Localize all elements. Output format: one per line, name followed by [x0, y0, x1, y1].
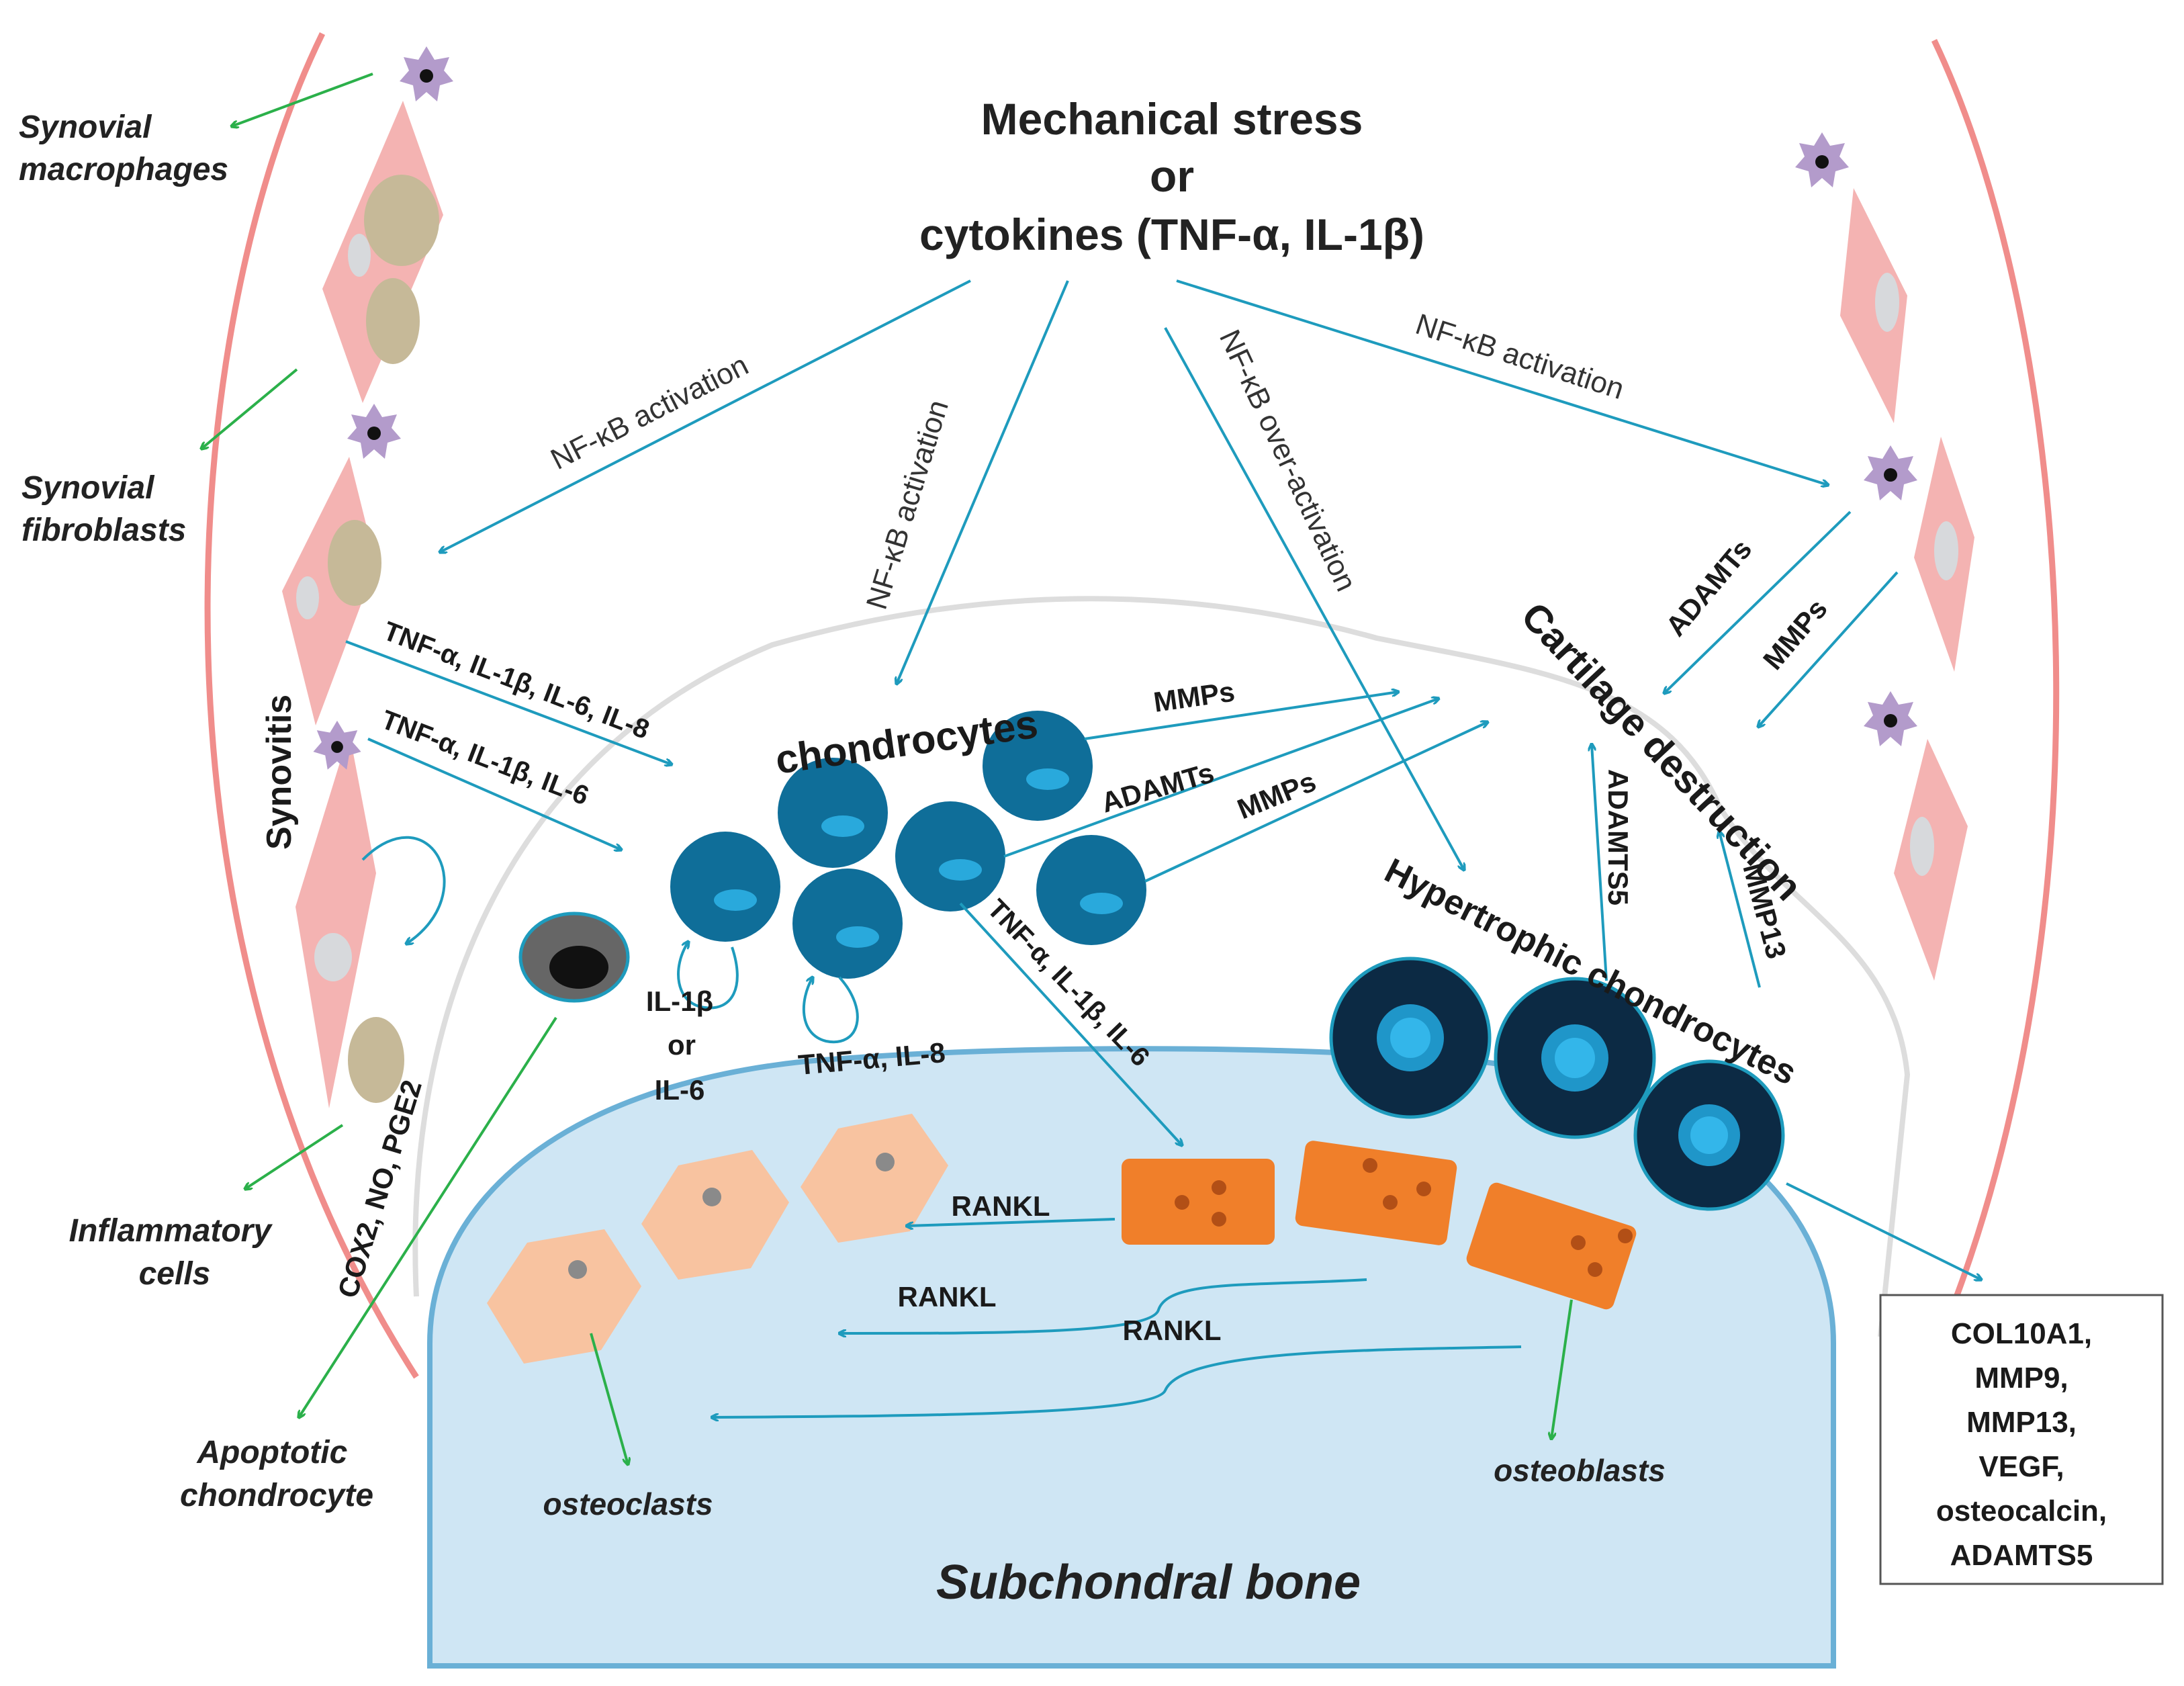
synovium-right-line [1917, 39, 2060, 1385]
macrophage-icon [400, 46, 453, 101]
subchondral-bone-label: Subchondral bone [936, 1556, 1361, 1609]
macrophage-icon [1864, 445, 1917, 500]
inflammatory-cells-label: Inflammatory cells [69, 1213, 281, 1292]
osteoclasts-label: osteoclasts [543, 1487, 713, 1521]
nfkb-activation-right-label: NF-κB activation [1412, 308, 1628, 406]
left-synovial-cells [282, 101, 443, 1108]
rankl-label-3: RANKL [1123, 1315, 1222, 1346]
green-arrows [201, 73, 1573, 1464]
adamts-label-1: ADAMTs [1098, 756, 1218, 819]
synovial-fibroblasts-label: Synovial fibroblasts [21, 470, 186, 548]
rankl-label-2: RANKL [898, 1281, 997, 1313]
il1b-label: IL-1β [646, 985, 713, 1017]
title-line-3: cytokines (TNF-α, IL-1β) [919, 210, 1424, 259]
title-line-2: or [1150, 151, 1194, 201]
cartilage-outline [412, 596, 1911, 1337]
hypertrophic-chondrocytes [1329, 957, 1785, 1211]
blue-arrows [345, 279, 1981, 1417]
mmps-label-1: MMPs [1152, 675, 1237, 717]
macrophage-icon [347, 404, 401, 459]
or-label: or [668, 1029, 696, 1061]
mmps-label-2: MMPs [1233, 765, 1320, 825]
nfkb-activation-left-label: NF-κB activation [545, 349, 754, 476]
marker-item: MMP9, [1974, 1362, 2068, 1394]
osteoclast-cells [487, 1114, 948, 1364]
apoptotic-chondrocyte [518, 912, 630, 1003]
marker-item: ADAMTS5 [1950, 1539, 2093, 1572]
il6-label: IL-6 [655, 1074, 705, 1106]
adamts5-label: ADAMTS5 [1602, 769, 1634, 905]
osteoblast-cells [1122, 1141, 1637, 1310]
chondrocyte-cluster [670, 711, 1146, 979]
synovitis-label: Synovitis [260, 695, 299, 850]
synovium-left-line [204, 32, 419, 1379]
macrophage-icon [1795, 132, 1849, 187]
macrophage-icon [1864, 691, 1917, 746]
right-synovial-cells [1840, 188, 1974, 981]
marker-item: VEGF, [1978, 1450, 2064, 1483]
title-line-1: Mechanical stress [981, 94, 1363, 144]
apoptotic-chondrocyte-label: Apoptotic chondrocyte [180, 1435, 373, 1513]
markers-box: COL10A1, MMP9, MMP13, VEGF, osteocalcin, ADAM… [1879, 1294, 2164, 1585]
svg-text:COL10A1,MMP9,MMP13,VEGF,osteoc: COL10A1, MMP9, MMP13, VEGF, osteocalcin, ADAM… [1936, 1317, 2107, 1572]
marker-item: MMP13, [1966, 1406, 2077, 1439]
mmps-right-label: MMPs [1757, 593, 1833, 676]
adamts-right-label: ADAMTs [1659, 533, 1758, 642]
rankl-label-1: RANKL [952, 1190, 1050, 1222]
nfkb-over-activation-label: NF-κB over-activation [1213, 325, 1363, 596]
synovial-macrophages-label: Synovial macrophages [19, 109, 228, 187]
osteoblasts-label: osteoblasts [1494, 1453, 1666, 1488]
marker-item: osteocalcin, [1936, 1495, 2107, 1527]
marker-item: COL10A1, [1951, 1317, 2092, 1350]
